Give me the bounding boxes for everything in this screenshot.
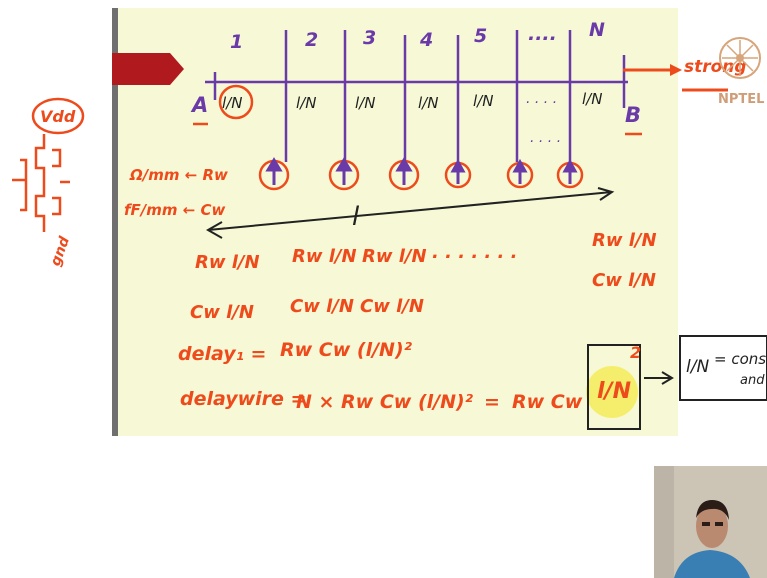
segment-number: 1: [230, 31, 243, 53]
nptel-logo-icon: [719, 37, 761, 79]
webcam-feed: [654, 466, 767, 578]
delaywire-label: delaywire =: [180, 388, 306, 410]
equals-sign: =: [484, 391, 500, 413]
dots-lower: . . . .: [530, 130, 561, 146]
resistance-row-dots: . . . . . . .: [432, 242, 517, 263]
segment-length-label: l/N: [355, 94, 375, 112]
length-arrow: [207, 191, 613, 231]
segment-number: ....: [528, 23, 557, 45]
segment-length-label: l/N: [473, 92, 493, 110]
segment-number: 3: [363, 27, 376, 49]
segment-circle: [218, 84, 254, 120]
delay1-expression: Rw Cw (l/N)²: [280, 339, 413, 361]
capacitance-term: Cw l/N: [592, 270, 656, 291]
inverter-sketch: [12, 134, 70, 232]
segment-number: 4: [419, 29, 433, 51]
load-circle-row: [258, 159, 584, 191]
resistance-term: Rw l/N: [592, 230, 657, 251]
segment-number: N: [589, 19, 605, 41]
capacitance-term: Cw l/N: [360, 296, 424, 317]
dots-between-segments: . . . .: [526, 91, 557, 107]
boxed-term-frame: [587, 344, 641, 430]
vdd-label: Vdd: [40, 107, 76, 126]
boxed-exponent: 2: [630, 343, 641, 362]
slide-canvas: [112, 8, 678, 436]
node-a-label: A: [190, 93, 208, 117]
gnd-label: gnd: [48, 234, 74, 269]
note-fraction: l/N: [686, 357, 709, 377]
length-label: l: [352, 202, 360, 232]
slide-marker-arrow: [112, 53, 184, 85]
note-box: [679, 335, 767, 401]
capacitance-term: Cw l/N: [190, 302, 254, 323]
resistance-term: Rw l/N: [292, 246, 357, 267]
capacitance-term: Cw l/N: [290, 296, 354, 317]
segment-number-row: 1 2 3 4 5 .... N: [230, 19, 605, 53]
final-expression: Rw Cw: [512, 391, 583, 413]
delay-equations: delay₁ = Rw Cw (l/N)² delaywire = N × Rw…: [178, 339, 583, 413]
resistance-term: Rw l/N: [362, 246, 427, 267]
segment-length-label: l/N: [296, 94, 316, 112]
resistance-row: Rw l/N Rw l/N Rw l/N Rw l/N . . . . . . …: [195, 230, 657, 273]
delaywire-expression: N × Rw Cw (l/N)²: [296, 391, 474, 413]
segment-length-label: l/N: [418, 94, 438, 112]
nptel-watermark: NPTEL: [718, 92, 764, 107]
capacitance-row: Cw l/N Cw l/N Cw l/N Cw l/N: [190, 270, 656, 323]
resistance-term: Rw l/N: [195, 252, 260, 273]
node-b-label: B: [625, 103, 641, 127]
note-const: = const: [714, 350, 767, 368]
highlight-circle: [586, 366, 638, 418]
capacitance-unit-note: fF/mm ← Cw: [124, 201, 226, 219]
segment-length-row: l/N l/N l/N l/N l/N l/N: [222, 90, 602, 112]
boxed-term: l/N: [597, 379, 631, 404]
segment-number: 2: [305, 29, 318, 51]
segment-number: 5: [474, 25, 487, 47]
delay1-label: delay₁ =: [178, 343, 266, 365]
strong-label: strong: [684, 57, 747, 77]
note-and: and: [740, 373, 765, 388]
resistance-unit-note: Ω/mm ← Rw: [129, 166, 228, 184]
strong-arrow-head: [670, 64, 682, 76]
segment-length-label: l/N: [582, 90, 602, 108]
wire-lines: [205, 30, 628, 162]
segment-length-label: l/N: [222, 94, 242, 112]
vdd-ellipse: [31, 97, 85, 135]
load-arrow-row: [265, 157, 578, 185]
